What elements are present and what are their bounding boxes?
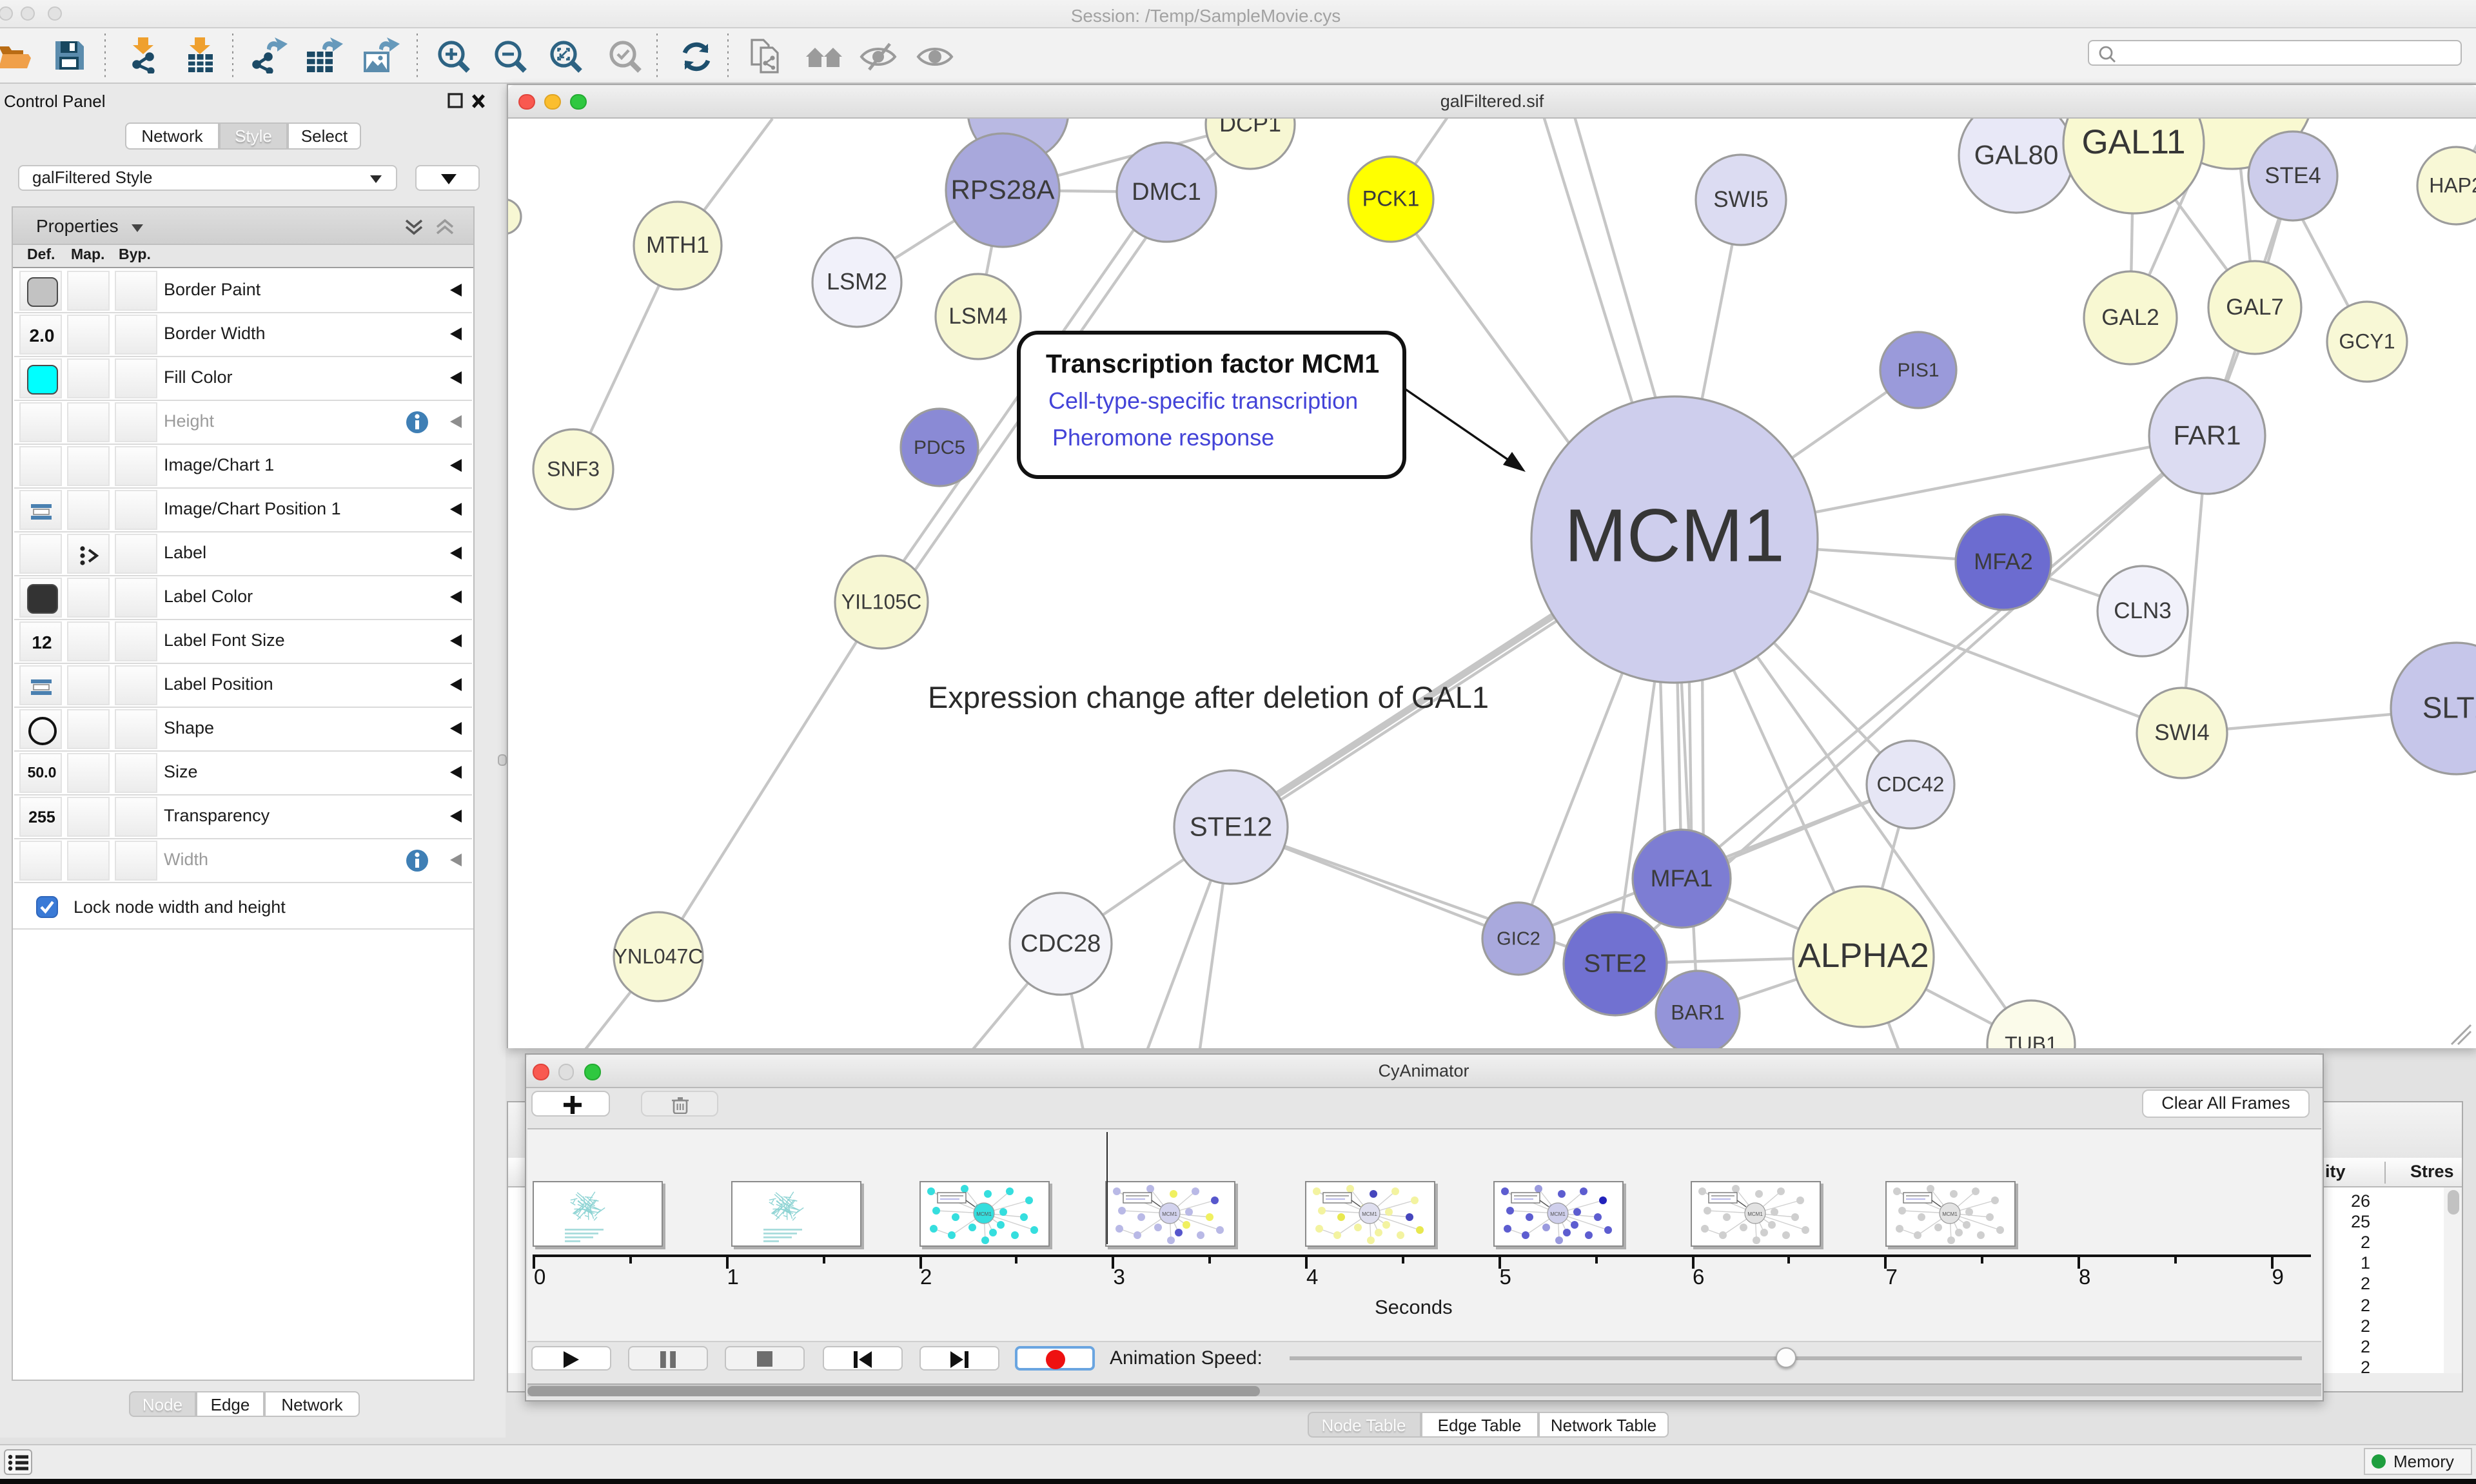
svg-text:LSM2: LSM2: [826, 268, 887, 294]
svg-text:STE12: STE12: [1189, 810, 1272, 841]
svg-text:MCM1: MCM1: [1747, 1211, 1762, 1217]
svg-text:TUB1: TUB1: [2004, 1032, 2057, 1048]
svg-text:DCP1: DCP1: [1219, 118, 1281, 136]
svg-text:GAL2: GAL2: [2101, 304, 2159, 329]
svg-text:MTH1: MTH1: [645, 231, 709, 257]
svg-text:MFA2: MFA2: [1973, 549, 2032, 574]
svg-text:GAL7: GAL7: [2225, 294, 2283, 319]
svg-text:SLT2: SLT2: [2422, 690, 2476, 724]
svg-text:LSM4: LSM4: [948, 303, 1007, 328]
svg-text:FAR1: FAR1: [2172, 419, 2240, 449]
svg-text:RPS28A: RPS28A: [950, 173, 1054, 204]
svg-text:HAP2: HAP2: [2428, 173, 2476, 197]
svg-text:Pheromone response: Pheromone response: [1052, 424, 1273, 450]
svg-text:MCM1: MCM1: [1564, 493, 1784, 577]
svg-text:PCK1: PCK1: [1362, 186, 1419, 211]
svg-text:BAR1: BAR1: [1670, 1001, 1724, 1024]
svg-text:STE4: STE4: [2264, 162, 2321, 188]
svg-text:YIL105C: YIL105C: [841, 590, 921, 613]
svg-text:MCM1: MCM1: [1549, 1211, 1565, 1217]
svg-text:MFA1: MFA1: [1650, 864, 1713, 891]
svg-text:CLN3: CLN3: [2113, 598, 2170, 623]
svg-text:SNF3: SNF3: [546, 457, 599, 480]
svg-text:Expression change after deleti: Expression change after deletion of GAL1: [927, 679, 1488, 714]
svg-text:GIC2: GIC2: [1496, 928, 1540, 948]
svg-text:GCY1: GCY1: [2338, 329, 2394, 353]
svg-text:GAL11: GAL11: [2081, 122, 2185, 161]
svg-text:YNL047C: YNL047C: [613, 944, 703, 968]
svg-text:ALPHA2: ALPHA2: [1797, 936, 1928, 974]
svg-text:STE2: STE2: [1583, 950, 1646, 977]
svg-text:MCM1: MCM1: [976, 1211, 991, 1217]
svg-text:CDC28: CDC28: [1020, 930, 1101, 957]
svg-text:MCM1: MCM1: [1161, 1211, 1177, 1217]
svg-text:SWI4: SWI4: [2154, 719, 2209, 745]
svg-text:SWI5: SWI5: [1713, 186, 1768, 211]
svg-text:MCM1: MCM1: [1942, 1211, 1958, 1217]
svg-text:MCM1: MCM1: [1362, 1211, 1377, 1217]
svg-text:PDC5: PDC5: [913, 436, 965, 458]
svg-text:PIS1: PIS1: [1896, 359, 1938, 380]
svg-text:DMC1: DMC1: [1131, 178, 1201, 205]
svg-text:CDC42: CDC42: [1876, 772, 1944, 796]
svg-text:Transcription factor MCM1: Transcription factor MCM1: [1045, 348, 1379, 378]
svg-text:Cell-type-specific transcripti: Cell-type-specific transcription: [1048, 387, 1357, 413]
svg-text:GAL80: GAL80: [1974, 139, 2058, 169]
